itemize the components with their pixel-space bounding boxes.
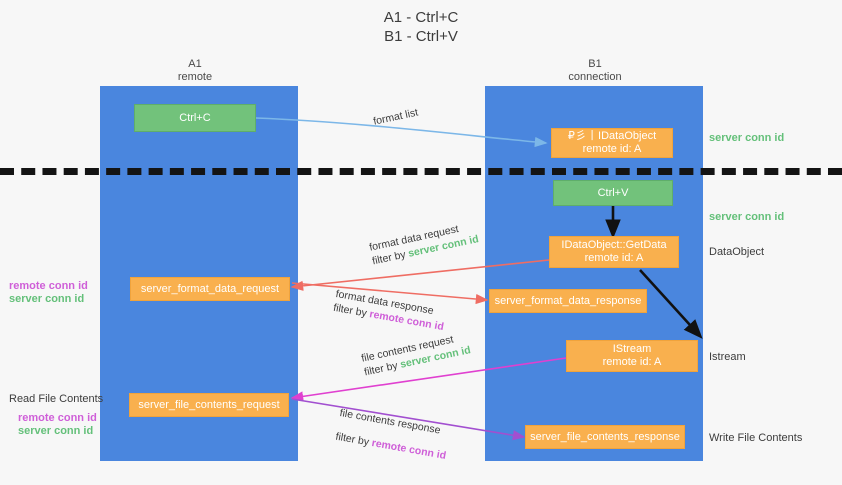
lane-b1-sub: connection (568, 71, 622, 83)
node-server-format-data-response[interactable]: server_format_data_response (489, 289, 647, 313)
node-idataobject-getdata[interactable]: IDataObject::GetData remote id: A (549, 236, 679, 268)
edge-label-file-contents-response: file contents response filter by remote … (334, 406, 451, 463)
right-label-write-file-contents: Write File Contents (709, 432, 803, 444)
node-getdata-title: IDataObject::GetData (561, 239, 667, 251)
lane-b1-name: B1 (588, 58, 602, 70)
edge-label-format-list: format list (372, 106, 420, 128)
node-idataobject-title: ₽彡丨IDataObject (568, 130, 656, 143)
title-line-1: A1 - Ctrl+C (383, 9, 459, 26)
node-ctrl-c[interactable]: Ctrl+C (134, 104, 256, 132)
lane-a1-name: A1 (188, 58, 202, 70)
edge-label-format-data-response: format data response filter by remote co… (332, 287, 447, 334)
node-istream-title: IStream (612, 343, 652, 355)
left-label-remote-conn-id-1: remote conn id (9, 280, 88, 292)
phase-divider (0, 168, 842, 175)
lane-header-a1: A1 remote (140, 58, 250, 84)
node-server-file-contents-response[interactable]: server_file_contents_response (525, 425, 685, 449)
lane-header-b1: B1 connection (540, 58, 650, 84)
edge-file-contents-response-filter-prefix: filter by (334, 430, 373, 449)
edge-label-file-contents-request: file contents request filter by server c… (360, 329, 472, 379)
left-label-read-file-contents: Read File Contents (9, 393, 104, 405)
node-server-format-data-request[interactable]: server_format_data_request (130, 277, 290, 301)
node-idataobject-sub: remote id: A (582, 143, 642, 155)
node-istream[interactable]: IStream remote id: A (566, 340, 698, 372)
left-label-server-conn-id-1: server conn id (9, 293, 85, 305)
right-label-server-conn-id-mid: server conn id (709, 211, 785, 223)
node-server-format-data-response-label: server_format_data_response (494, 294, 642, 307)
node-server-file-contents-request[interactable]: server_file_contents_request (129, 393, 289, 417)
node-server-file-contents-response-label: server_file_contents_response (530, 430, 680, 443)
left-label-remote-conn-id-2: remote conn id (18, 412, 97, 424)
edge-label-format-data-request: format data request filter by server con… (368, 218, 480, 268)
node-idataobject-name: IDataObject (598, 130, 657, 142)
node-ctrl-v[interactable]: Ctrl+V (553, 180, 673, 206)
left-label-server-conn-id-2: server conn id (18, 425, 94, 437)
title-line-2: B1 - Ctrl+V (384, 28, 458, 45)
node-getdata-sub: remote id: A (584, 252, 644, 264)
node-server-file-contents-request-label: server_file_contents_request (138, 398, 280, 411)
right-label-server-conn-id-top: server conn id (709, 132, 785, 144)
node-idataobject[interactable]: ₽彡丨IDataObject remote id: A (551, 128, 673, 158)
edge-file-contents-response-filter-key: remote conn id (370, 437, 447, 462)
right-label-dataobject: DataObject (709, 246, 765, 258)
node-ctrl-v-label: Ctrl+V (597, 186, 629, 199)
node-server-format-data-request-label: server_format_data_request (140, 282, 280, 295)
page-title: A1 - Ctrl+C B1 - Ctrl+V (0, 8, 842, 46)
node-ctrl-c-label: Ctrl+C (179, 111, 211, 124)
right-label-istream: Istream (709, 351, 746, 363)
node-istream-sub: remote id: A (602, 356, 662, 368)
node-idataobject-tofu: ₽彡丨 (567, 130, 599, 142)
lane-a1-sub: remote (177, 71, 213, 83)
